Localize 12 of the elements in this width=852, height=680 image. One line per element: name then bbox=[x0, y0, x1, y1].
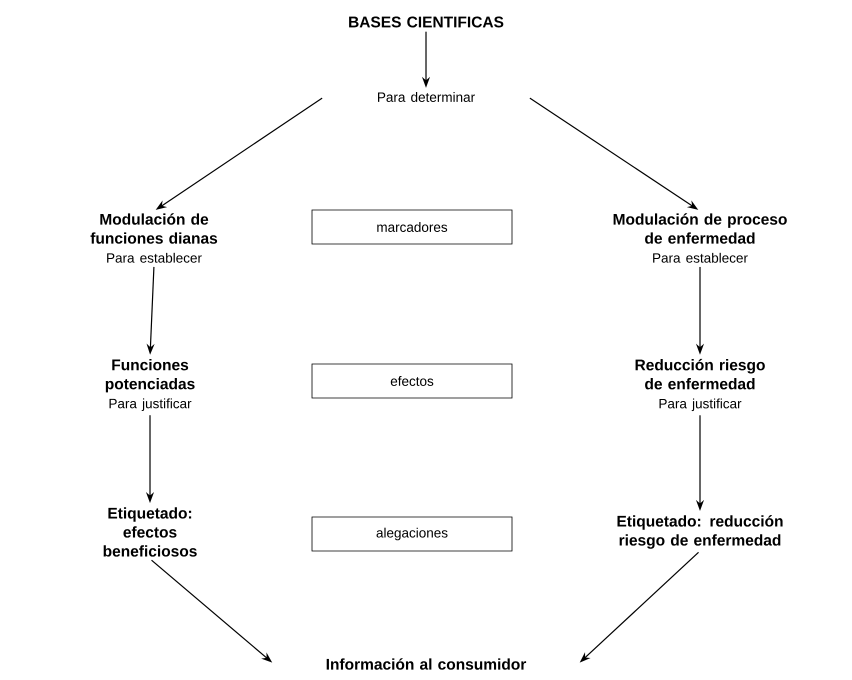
heading-text: Información al consumidor bbox=[326, 658, 526, 670]
concept-text: Etiquetado: reducción riesgo de enfermedad bbox=[618, 515, 783, 549]
label-box: alegaciones bbox=[312, 516, 512, 552]
concept-text: Etiquetado: efectos beneficiosos bbox=[104, 507, 197, 557]
concept-text: Reducción riesgo de enfermedad Para justificar bbox=[636, 358, 765, 412]
heading-text: BASES CIENTIFICAS bbox=[349, 16, 504, 28]
concept-text: Modulación de proceso de enfermedad Para establecer bbox=[614, 213, 787, 263]
label-box: efectos bbox=[312, 364, 512, 398]
concept-text: Funciones potenciadas Para justificar bbox=[106, 358, 195, 411]
step-text: Para determinar bbox=[378, 92, 475, 102]
concept-text: Modulación de funciones dianas Para establecer bbox=[90, 213, 218, 263]
label-box: marcadores bbox=[312, 210, 512, 244]
